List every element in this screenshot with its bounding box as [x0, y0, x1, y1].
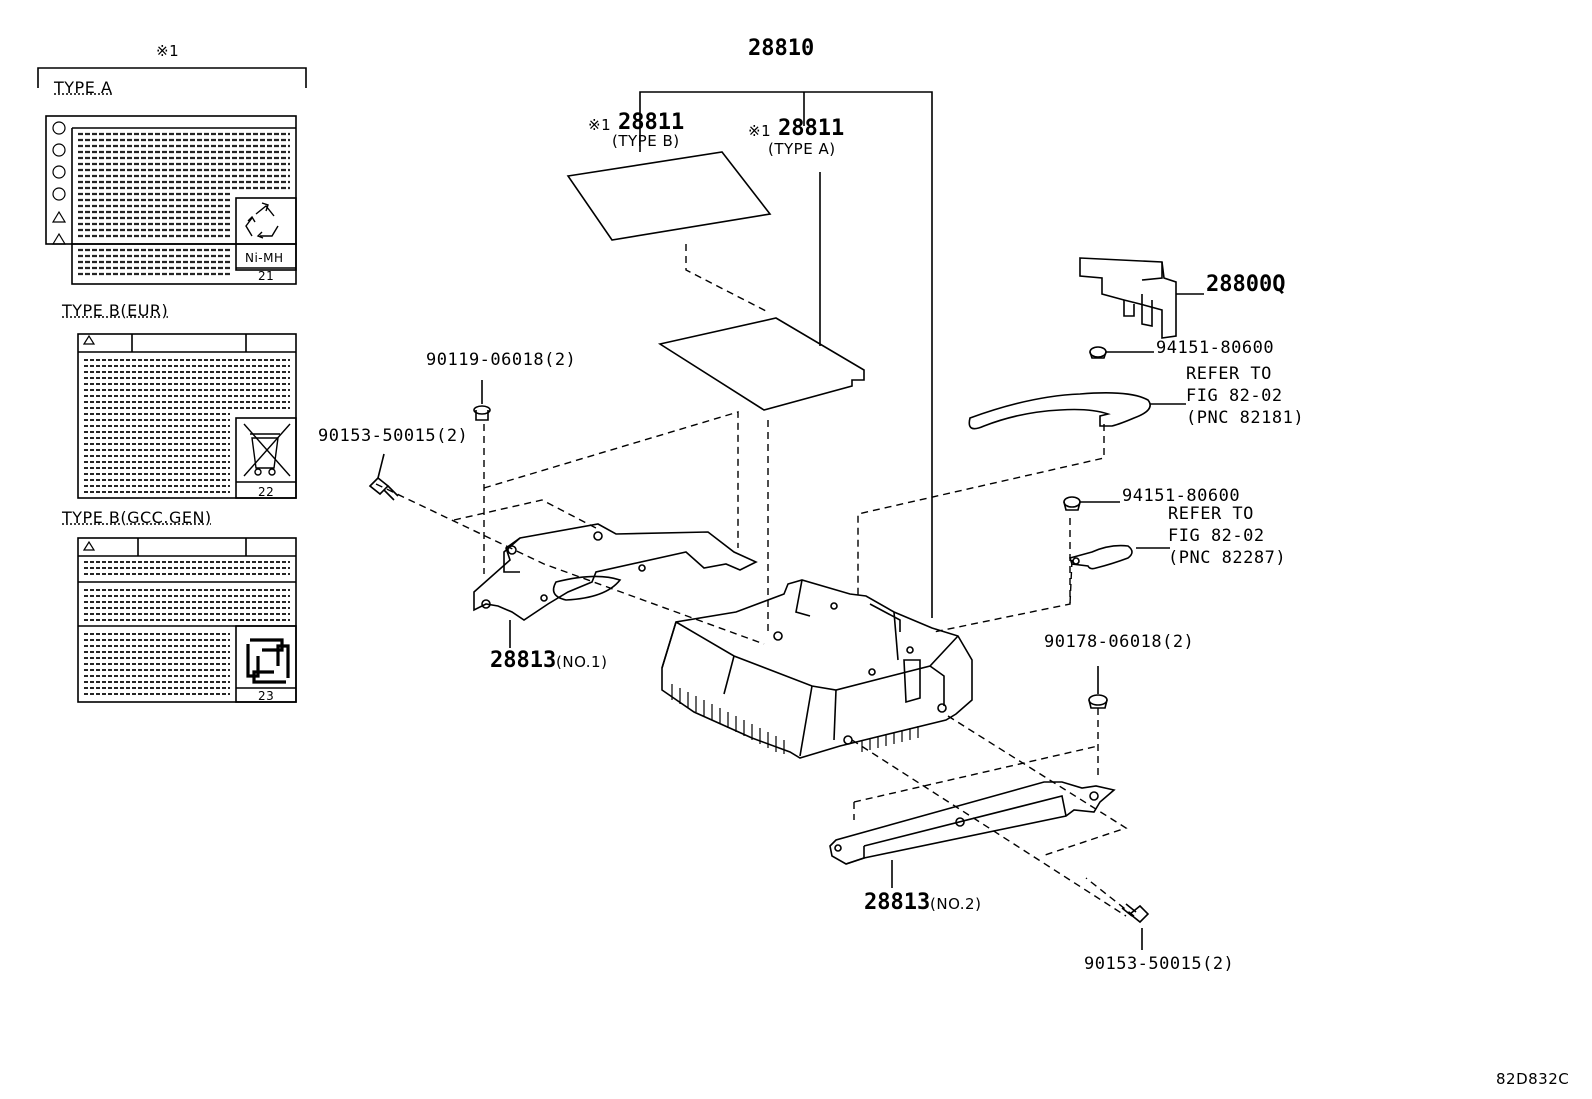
part-90153-50015-label-left: 90153-50015(2)	[318, 426, 469, 446]
type-a-heading: TYPE A	[54, 78, 113, 97]
refer-1-line1: REFER TO	[1186, 364, 1272, 384]
recycle-icon	[245, 202, 279, 239]
part-90178-06018-label: 90178-06018(2)	[1044, 632, 1195, 652]
part-28811-type-a-sub: (TYPE A)	[768, 140, 836, 158]
refer-1-line2: FIG 82-02	[1186, 386, 1283, 406]
nut-2	[1063, 496, 1120, 511]
diagram-id: 82D832C	[1496, 1070, 1570, 1088]
type-b-eur-card-number: 22	[258, 485, 275, 499]
part-94151-80600-label-2: 94151-80600	[1122, 486, 1241, 506]
note-bracket	[37, 67, 307, 88]
refer-2-line1: REFER TO	[1168, 504, 1254, 524]
note-ref-type-b: ※1	[588, 116, 612, 134]
type-a-battery-label: Ni-MH	[245, 251, 284, 265]
bracket-no2	[829, 781, 1116, 888]
label-sheet-type-b	[566, 151, 772, 241]
part-90119-06018-label: 90119-06018(2)	[426, 350, 577, 370]
type-a-label-card	[45, 115, 297, 285]
type-b-eur-heading: TYPE B(EUR)	[62, 301, 169, 320]
recycling-symbol-icon	[246, 638, 290, 684]
refer-2-line2: FIG 82-02	[1168, 526, 1265, 546]
part-28810-label: 28810	[748, 36, 815, 61]
part-28813-no2-sub: (NO.2)	[930, 895, 982, 913]
part-90153-50015-label-bottom: 90153-50015(2)	[1084, 954, 1235, 974]
nut-1	[1089, 346, 1154, 359]
label-sheet-type-a	[657, 317, 865, 411]
part-94151-80600-label-1: 94151-80600	[1156, 338, 1275, 358]
part-28813-no1-sub: (NO.1)	[556, 653, 608, 671]
bolt-90153-left	[368, 453, 399, 501]
type-a-card-number: 21	[258, 269, 275, 283]
bracket-no1	[473, 523, 758, 648]
part-28811-type-b-label: 28811	[618, 110, 685, 135]
type-b-gcc-heading: TYPE B(GCC.GEN)	[62, 508, 212, 527]
part-28813-no1-label: 28813	[490, 648, 557, 673]
cover-28800q	[1079, 257, 1204, 339]
type-b-eur-label-card	[77, 333, 297, 499]
part-28811-type-a-label: 28811	[778, 116, 845, 141]
assembly-leader	[639, 91, 933, 618]
ecu-module	[661, 579, 973, 759]
crossed-bin-icon	[243, 423, 291, 477]
dashed-guides	[375, 244, 1135, 917]
note-ref-top: ※1	[156, 42, 180, 60]
type-b-gcc-label-card	[77, 537, 297, 703]
refer-2-line3: (PNC 82287)	[1168, 548, 1287, 568]
wire-harness-1	[968, 392, 1186, 430]
part-28811-type-b-sub: (TYPE B)	[612, 132, 680, 150]
wire-harness-2	[1068, 544, 1170, 570]
bolt-90119	[473, 380, 491, 421]
part-28800q-label: 28800Q	[1206, 272, 1286, 297]
nut-90178	[1088, 666, 1108, 709]
refer-1-line3: (PNC 82181)	[1186, 408, 1305, 428]
part-28813-no2-label: 28813	[864, 890, 931, 915]
note-ref-type-a: ※1	[748, 122, 772, 140]
type-b-gcc-card-number: 23	[258, 689, 275, 703]
bolt-90153-bottom	[1121, 903, 1150, 950]
